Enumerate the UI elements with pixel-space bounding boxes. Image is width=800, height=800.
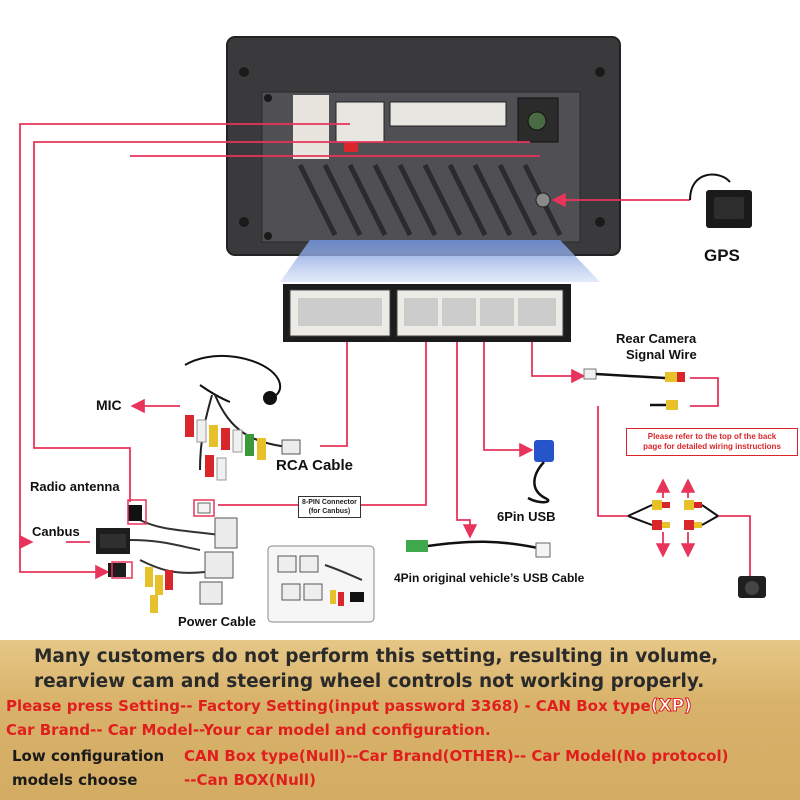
rear-camera-label: Rear Camera bbox=[616, 331, 697, 346]
canbus-label: Canbus bbox=[32, 524, 80, 539]
wiring-note-line1: Please refer to the top of the back bbox=[647, 432, 777, 441]
power-harness bbox=[96, 499, 238, 613]
radio-antenna-label: Radio antenna bbox=[30, 479, 120, 494]
mic-device bbox=[184, 354, 282, 405]
banner-line4: Car Brand-- Car Model--Your car model an… bbox=[6, 721, 491, 739]
wiring-note: Please refer to the top of the back page… bbox=[626, 428, 798, 456]
choose-line2: --Can BOX(Null) bbox=[184, 771, 316, 789]
wiring-note-line2: page for detailed wiring instructions bbox=[643, 442, 781, 451]
rca-cable-label: RCA Cable bbox=[276, 457, 353, 474]
rca-cable-bundle bbox=[185, 394, 301, 481]
camera-detail bbox=[627, 500, 766, 598]
gps-module bbox=[689, 173, 752, 228]
four-pin-usb bbox=[406, 540, 551, 558]
low-config-line1: Low configuration bbox=[12, 747, 165, 765]
choose-line1: CAN Box type(Null)--Car Brand(OTHER)-- C… bbox=[184, 747, 729, 765]
power-cable-label: Power Cable bbox=[178, 614, 257, 629]
banner-line2: rearview cam and steering wheel controls… bbox=[34, 671, 705, 692]
eight-pin-line1: 8-PIN Connector bbox=[302, 499, 357, 506]
gps-label: GPS bbox=[704, 246, 740, 265]
eight-pin-line2: (for Canbus) bbox=[308, 508, 351, 515]
signal-wire-label: Signal Wire bbox=[626, 347, 697, 362]
six-pin-usb-label: 6Pin USB bbox=[497, 509, 556, 524]
wiring-svg bbox=[19, 36, 766, 623]
xp-highlight: (XP) bbox=[650, 696, 692, 717]
head-unit bbox=[226, 36, 621, 256]
banner-line3-text: Please press Setting-- Factory Setting(i… bbox=[6, 697, 651, 715]
instruction-banner: Many customers do not perform this setti… bbox=[0, 640, 800, 800]
power-cable-inset bbox=[267, 545, 375, 623]
low-config-line2: models choose bbox=[12, 771, 138, 789]
four-pin-usb-label: 4Pin original vehicle’s USB Cable bbox=[394, 571, 585, 585]
banner-line3: Please press Setting-- Factory Setting(i… bbox=[6, 696, 692, 717]
mic-label: MIC bbox=[96, 397, 122, 413]
banner-line1: Many customers do not perform this setti… bbox=[34, 646, 719, 667]
six-pin-usb bbox=[527, 440, 554, 504]
wiring-diagram: GPS Rear Camera Signal Wire MIC RCA Cabl… bbox=[19, 36, 798, 629]
projection-beam bbox=[280, 240, 600, 282]
connector-strip bbox=[283, 284, 571, 342]
eight-pin-connector-label: 8-PIN Connector (for Canbus) bbox=[298, 496, 361, 518]
rear-camera-wire bbox=[583, 368, 685, 410]
